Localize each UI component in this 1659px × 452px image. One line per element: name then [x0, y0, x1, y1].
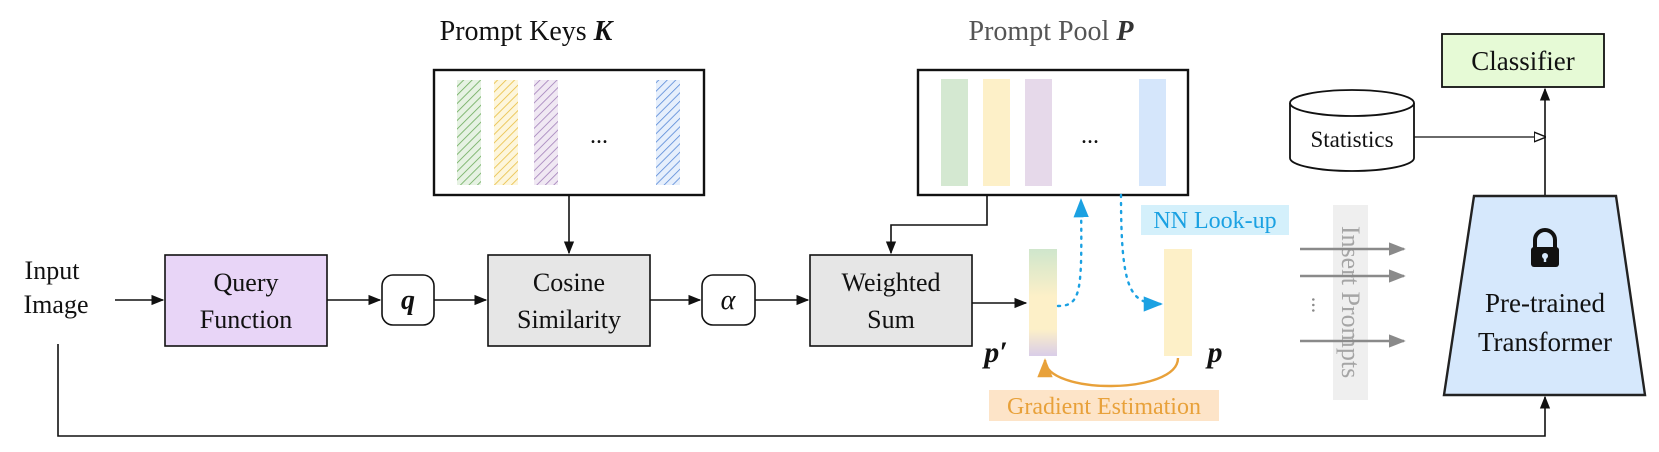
p-prime-label: p′ [981, 336, 1007, 369]
cosine-similarity-label: Cosine [533, 268, 605, 297]
key-green [457, 80, 481, 185]
query-function-label: Query [214, 268, 279, 297]
insert-prompts-label: Insert Prompts [1336, 226, 1365, 378]
p-label: p [1205, 336, 1223, 369]
p-column [1164, 249, 1192, 356]
transformer-label: Pre-trained [1485, 288, 1605, 318]
arrow-input-to-transformer [57, 344, 1551, 437]
transformer-label-2: Transformer [1478, 327, 1612, 357]
key-blue [656, 80, 680, 185]
weighted-sum-label: Weighted [842, 268, 941, 297]
classifier-box [1441, 33, 1605, 88]
prompt-keys-title: Prompt Keys K [440, 16, 615, 47]
input-image-label-2: Image [24, 290, 89, 319]
weighted-sum-label-2: Sum [867, 305, 915, 334]
arrow-pool-to-weighted [885, 195, 988, 255]
cosine-similarity-label-2: Similarity [517, 305, 621, 334]
nn-lookup-up-arrow [1056, 198, 1089, 308]
nn-lookup-bg [1141, 205, 1289, 235]
gradient-estimation-bg [989, 390, 1219, 421]
pool-purple [1025, 79, 1052, 186]
pool-blue [1139, 79, 1166, 186]
gradient-estimation-label: Gradient Estimation [1007, 394, 1201, 420]
prompt-keys-ellipsis: ... [590, 123, 608, 149]
nn-lookup-down-arrow [1119, 193, 1163, 312]
nn-lookup-label: NN Look-up [1153, 208, 1276, 234]
key-yellow [494, 80, 518, 185]
key-purple [534, 80, 558, 185]
alpha-label: α [721, 285, 737, 316]
q-label: q [401, 285, 415, 316]
prompt-pool-title: Prompt Pool P [969, 16, 1135, 47]
statistics-cylinder [1289, 89, 1415, 172]
insert-prompts-ellipsis: ... [1307, 297, 1332, 314]
insert-prompts-bg [1333, 205, 1368, 400]
statistics-label: Statistics [1310, 127, 1393, 152]
weighted-sum-box [809, 254, 973, 347]
query-function-label-2: Function [200, 305, 292, 334]
input-image-label: Input [25, 256, 81, 285]
gradient-estimation-arrow [1037, 357, 1180, 388]
prompt-pool-ellipsis: ... [1081, 123, 1099, 149]
lock-icon [1531, 228, 1559, 267]
p-prime-column [1029, 249, 1057, 356]
pool-yellow [983, 79, 1010, 186]
transformer-block [1442, 194, 1647, 397]
classifier-label: Classifier [1471, 46, 1574, 76]
pool-green [941, 79, 968, 186]
